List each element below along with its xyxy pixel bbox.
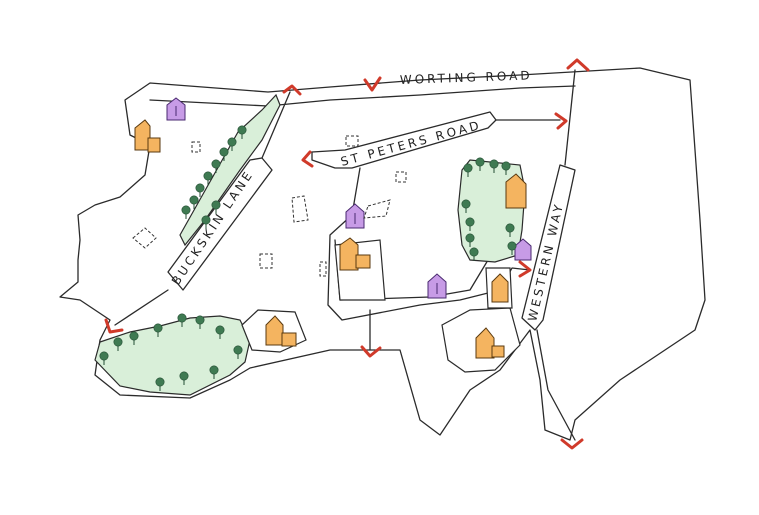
tree-icon xyxy=(113,337,123,347)
tree-icon xyxy=(153,323,163,333)
tree-icon xyxy=(211,159,221,169)
tree-group xyxy=(99,125,517,391)
dashed-footprint xyxy=(395,171,407,183)
tree-icon xyxy=(209,365,219,375)
western-way-band xyxy=(521,164,576,331)
tree-icon xyxy=(507,241,517,251)
tree-icon xyxy=(99,351,109,361)
chapel-icon xyxy=(427,273,447,299)
direction-arrow-icon xyxy=(104,318,124,334)
house-icon xyxy=(134,119,161,153)
tree-icon xyxy=(195,315,205,325)
house-icon xyxy=(339,237,371,271)
house-icon xyxy=(475,327,505,359)
direction-arrow-icon xyxy=(360,345,382,358)
direction-arrow-icon xyxy=(554,112,568,130)
dashed-footprint xyxy=(319,261,327,277)
tree-icon xyxy=(505,223,515,233)
tree-icon xyxy=(501,161,511,171)
road-label-st-peters: ST PETERS ROAD xyxy=(339,118,483,169)
tree-icon xyxy=(475,157,485,167)
tree-icon xyxy=(181,205,191,215)
tree-icon xyxy=(465,217,475,227)
house-icon xyxy=(265,315,297,347)
direction-arrow-icon xyxy=(363,76,382,92)
dashed-footprint xyxy=(345,135,359,147)
direction-arrow-icon xyxy=(301,150,314,168)
tree-icon xyxy=(461,199,471,209)
tree-icon xyxy=(129,331,139,341)
worting-road-edge xyxy=(149,85,576,107)
dashed-footprint xyxy=(132,227,157,249)
tree-icon xyxy=(203,171,213,181)
tree-icon xyxy=(233,345,243,355)
house-icon xyxy=(505,173,527,209)
direction-arrow-icon xyxy=(560,438,584,450)
dashed-footprint xyxy=(191,141,201,153)
chapel-icon xyxy=(345,203,365,229)
direction-arrow-icon xyxy=(518,260,532,278)
house-icon xyxy=(491,273,509,303)
tree-icon xyxy=(489,159,499,169)
buckskin-lane-band xyxy=(167,157,273,291)
tree-icon xyxy=(195,183,205,193)
st-peters-road-band xyxy=(311,111,497,169)
direction-arrow-icon xyxy=(566,58,590,72)
tree-icon xyxy=(219,147,229,157)
chapel-icon xyxy=(514,238,532,261)
dashed-footprint xyxy=(363,199,391,219)
direction-arrow-icon xyxy=(282,84,302,96)
tree-icon xyxy=(463,163,473,173)
tree-icon xyxy=(215,325,225,335)
buckskin-lane-south xyxy=(114,289,169,326)
tree-icon xyxy=(155,377,165,387)
dashed-footprint xyxy=(291,195,309,223)
tree-icon xyxy=(237,125,247,135)
road-label-worting: WORTING ROAD xyxy=(400,68,533,87)
green-space-north xyxy=(179,93,281,247)
western-way-north xyxy=(564,69,576,166)
tree-icon xyxy=(177,313,187,323)
chapel-icon xyxy=(166,97,186,121)
western-way-south xyxy=(536,329,576,441)
tree-icon xyxy=(179,371,189,381)
tree-icon xyxy=(465,233,475,243)
dashed-footprint xyxy=(259,253,273,269)
tree-icon xyxy=(469,247,479,257)
tree-icon xyxy=(227,137,237,147)
buckskin-lane-north xyxy=(261,91,291,159)
green-space-south xyxy=(94,315,251,396)
tree-icon xyxy=(189,195,199,205)
